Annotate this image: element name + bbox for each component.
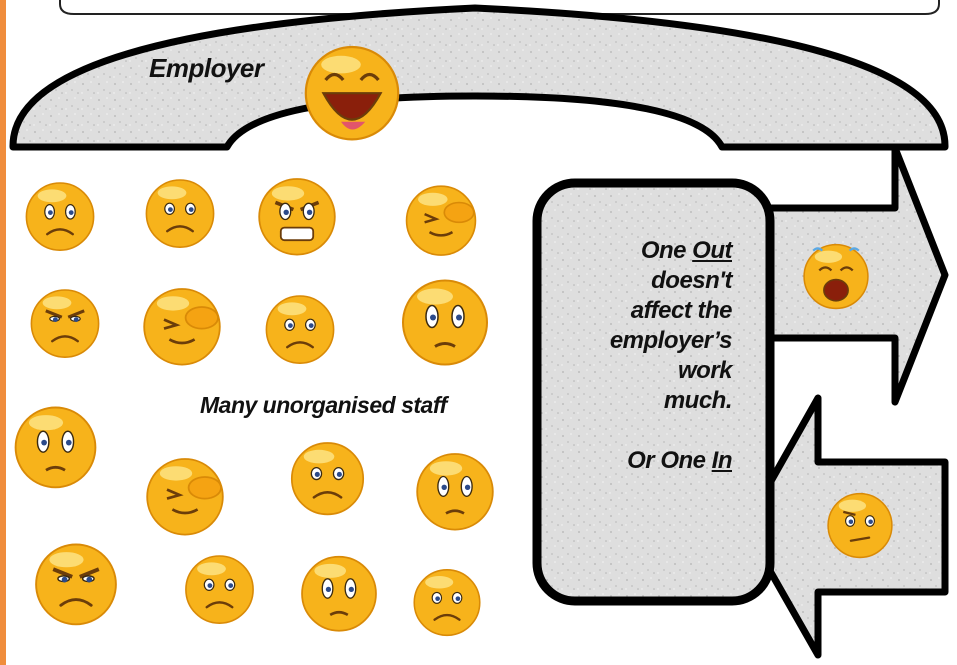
- info-box: [532, 178, 775, 606]
- info-line-6: much.: [663, 387, 733, 414]
- facepalm-face-icon: [143, 288, 221, 366]
- worried-face-icon: [25, 182, 95, 251]
- angry-face-icon: [30, 289, 100, 358]
- info-line-5: work: [677, 357, 733, 384]
- facepalm-face-icon: [146, 458, 224, 536]
- pleading-face-icon: [402, 279, 488, 366]
- info-line-2: doesn't: [651, 267, 732, 294]
- angry-grimace-face-icon: [258, 178, 336, 256]
- crying-face-icon: [803, 243, 869, 310]
- frowning-face-icon: [145, 179, 215, 248]
- frowning-face-icon: [413, 569, 481, 637]
- info-line-4: employer’s: [609, 327, 733, 354]
- angry-face-icon: [35, 543, 117, 626]
- facepalm-face-icon: [405, 185, 477, 256]
- slide-accent-bar: [0, 0, 6, 665]
- employer-label: Employer: [149, 53, 264, 83]
- info-line-7: Or One In: [627, 447, 732, 474]
- laughing-face-icon: [304, 45, 400, 141]
- staff-label: Many unorganised staff: [200, 392, 447, 418]
- pleading-face-icon: [301, 555, 377, 632]
- frowning-face-icon: [265, 295, 335, 364]
- skeptical-face-icon: [827, 492, 893, 559]
- pleading-face-icon: [14, 406, 97, 489]
- frowning-face-icon: [290, 442, 365, 516]
- info-line-3: affect the: [630, 297, 733, 324]
- pleading-face-icon: [416, 453, 494, 531]
- frowning-face-icon: [185, 555, 254, 624]
- info-text: One Out doesn't affect the employer’s wo…: [560, 236, 733, 476]
- info-line-1: One Out: [640, 237, 733, 264]
